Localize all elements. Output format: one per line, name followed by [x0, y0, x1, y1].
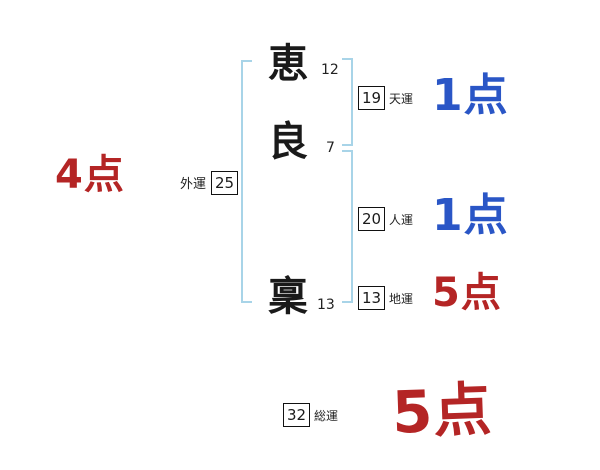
earth-luck-score: 5点 — [432, 270, 502, 316]
outer-luck-box: 25 — [211, 171, 238, 195]
earth-luck-label: 地運 — [389, 292, 414, 306]
name-char-2: 良 — [268, 119, 308, 165]
total-luck-label: 総運 — [314, 409, 339, 423]
person-luck-label: 人運 — [389, 213, 414, 227]
stroke-count-1: 12 — [321, 62, 339, 78]
earth-luck-box: 13 — [358, 286, 385, 310]
heaven-luck-score: 1点 — [432, 70, 509, 121]
outer-luck-bracket — [241, 60, 252, 303]
heaven-luck-value: 19 — [361, 89, 382, 107]
heaven-luck-label: 天運 — [389, 92, 414, 106]
total-luck-score: 5点 — [390, 375, 494, 447]
heaven-luck-bracket — [342, 58, 353, 146]
stroke-count-3: 13 — [317, 297, 335, 313]
name-char-3: 稟 — [268, 274, 308, 320]
outer-luck-value: 25 — [214, 174, 235, 192]
total-luck-value: 32 — [286, 406, 307, 424]
person-luck-box: 20 — [358, 207, 385, 231]
earth-luck-value: 13 — [361, 289, 382, 307]
name-char-1: 恵 — [268, 41, 308, 87]
person-luck-bracket — [342, 150, 353, 303]
person-luck-score: 1点 — [432, 190, 509, 241]
total-luck-box: 32 — [283, 403, 310, 427]
heaven-luck-box: 19 — [358, 86, 385, 110]
outer-luck-score: 4点 — [55, 152, 125, 198]
person-luck-value: 20 — [361, 210, 382, 228]
outer-luck-label: 外運 — [180, 177, 207, 192]
stroke-count-2: 7 — [326, 140, 335, 156]
